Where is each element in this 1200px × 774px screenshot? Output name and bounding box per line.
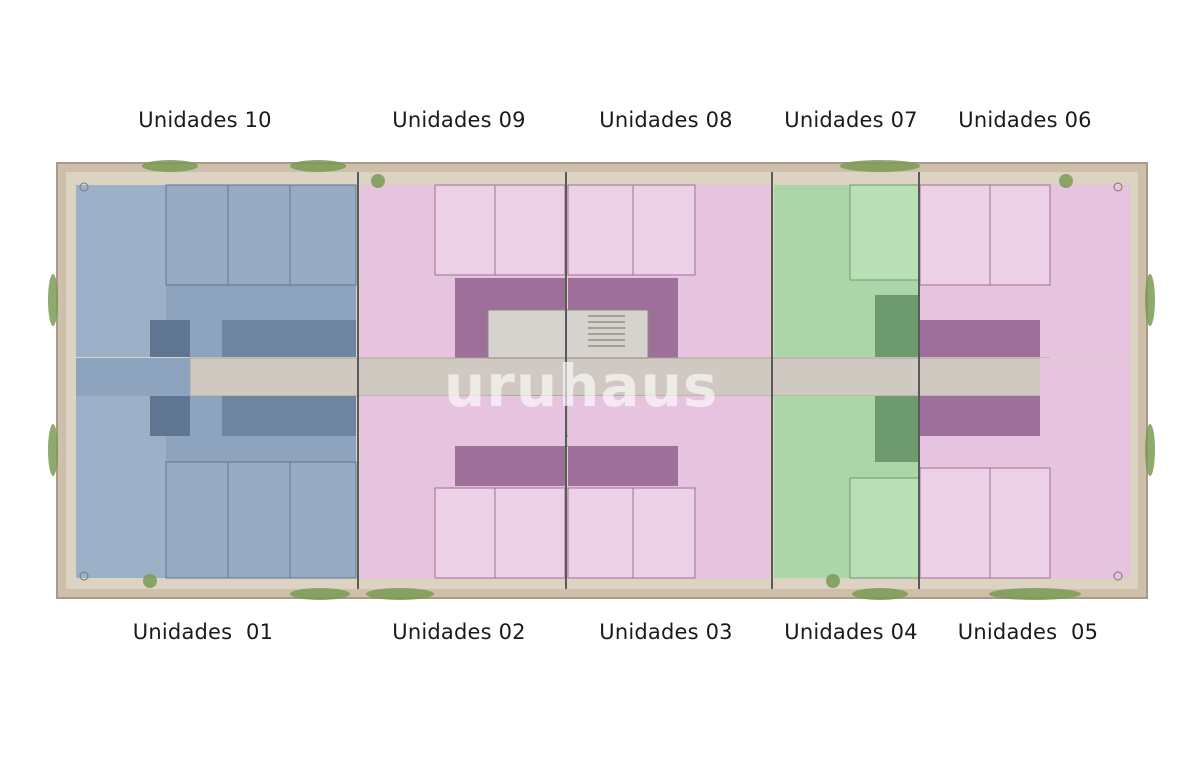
unit-label-07: Unidades 07 xyxy=(784,108,918,132)
unit-label-09: Unidades 09 xyxy=(392,108,526,132)
unit-label-04: Unidades 04 xyxy=(784,620,918,644)
unit-label-10: Unidades 10 xyxy=(138,108,272,132)
unit-01-block xyxy=(76,396,357,579)
unit-label-02: Unidades 02 xyxy=(392,620,526,644)
unit-label-03: Unidades 03 xyxy=(599,620,733,644)
stair-icon xyxy=(588,315,625,347)
unit-06-block xyxy=(919,184,1130,357)
unit-label-06: Unidades 06 xyxy=(958,108,1092,132)
left-corridor-end xyxy=(76,358,190,396)
watermark-logo: uruhaus xyxy=(444,352,719,420)
central-corridor xyxy=(189,357,1051,397)
plant-icon xyxy=(48,160,1155,600)
unit-03-block xyxy=(567,396,770,579)
unit-label-01: Unidades 01 xyxy=(132,620,274,644)
unit-02-block xyxy=(360,396,566,579)
unit-10-block xyxy=(76,184,357,357)
unit-label-05: Unidades 05 xyxy=(957,620,1099,644)
unit-04-block xyxy=(774,396,920,579)
unit-label-08: Unidades 08 xyxy=(599,108,733,132)
right-corridor-end xyxy=(1040,358,1130,396)
unit-07-block xyxy=(774,184,920,357)
unit-05-block xyxy=(919,396,1130,579)
